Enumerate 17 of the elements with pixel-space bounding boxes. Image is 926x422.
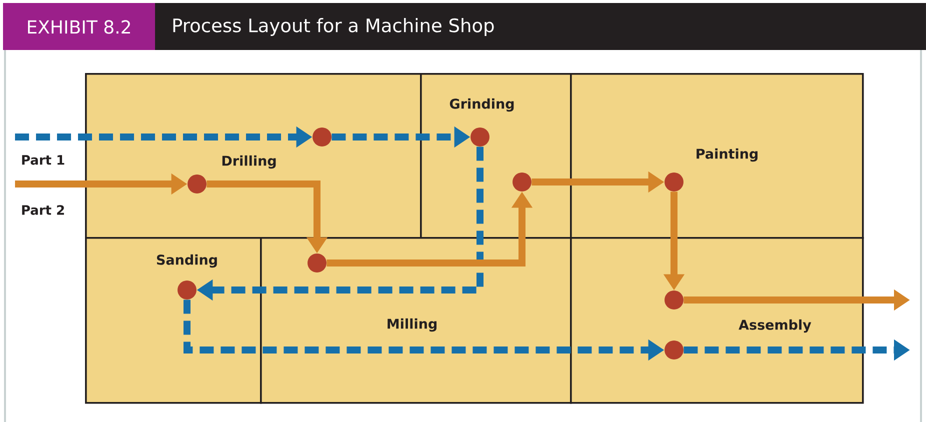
machine-dot: [308, 254, 326, 272]
part-label: Part 2: [22, 205, 64, 215]
department-area: Painting: [570, 73, 864, 239]
department-area: Grinding: [420, 73, 572, 239]
machine-dot: [512, 172, 532, 192]
machine-dot: [312, 128, 332, 146]
exhibit-badge: EXHIBIT 8.2: [3, 3, 155, 50]
title: Process Layout for a Machine Shop: [173, 18, 494, 36]
part-label: Part 1: [22, 155, 64, 165]
machine-dot: [188, 174, 206, 194]
machine-dot: [664, 340, 684, 360]
machine-dot: [664, 290, 684, 310]
machine-dot: [178, 280, 196, 300]
machine-dot: [470, 128, 490, 146]
department-area: Assembly: [570, 237, 864, 404]
machine-dot: [664, 172, 684, 192]
department-area: Sanding: [85, 237, 262, 404]
